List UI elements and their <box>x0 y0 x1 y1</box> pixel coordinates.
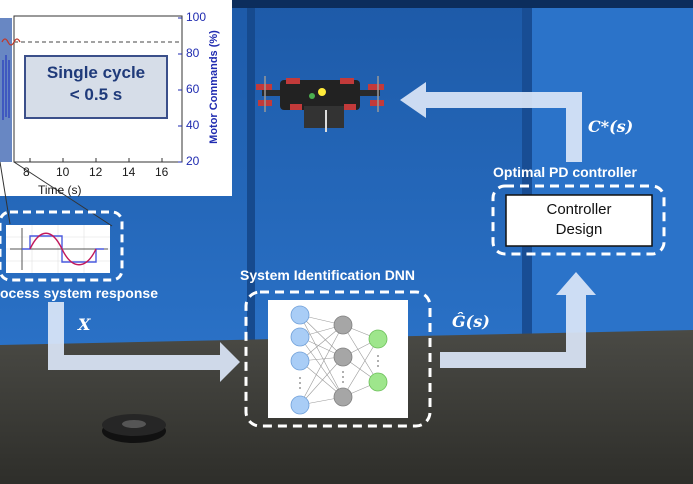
callout-line-2: < 0.5 s <box>69 85 123 104</box>
ceiling-band <box>0 0 693 8</box>
y-tick-label: 60 <box>186 82 200 96</box>
y-tick-label: 80 <box>186 46 200 60</box>
neural-network-icon <box>268 300 408 418</box>
x-tick-label: 8 <box>23 165 30 179</box>
controller-dashed-frame <box>491 184 666 256</box>
square-sine-wave-icon <box>6 225 110 273</box>
plot-signal-blue <box>2 55 10 120</box>
g-variable: Ĝ(s) <box>452 312 490 331</box>
wall-seam-2 <box>522 8 532 345</box>
y-tick-label: 20 <box>186 154 200 168</box>
x-tick-label: 12 <box>89 165 103 179</box>
x-tick-label: 14 <box>122 165 136 179</box>
controller-line-1: Controller <box>546 201 612 218</box>
wall-seam-1 <box>247 8 255 345</box>
arrow-process-to-dnn <box>48 302 240 382</box>
sysid-label: System Identification DNN <box>240 267 416 283</box>
controller-design-box <box>505 194 653 247</box>
callout-line-1: Single cycle <box>46 63 146 82</box>
y-tick-marks <box>178 17 182 163</box>
arrow-dnn-to-controller <box>440 272 596 368</box>
optimal-label: Optimal PD controller <box>493 164 637 180</box>
arrow-controller-to-drone <box>400 82 582 162</box>
controller-text: Controller Design <box>506 200 652 240</box>
y-tick-label: 100 <box>186 10 207 24</box>
x-axis-label: Time (s) <box>38 183 82 197</box>
process-label: ocess system response <box>0 285 158 301</box>
controller-line-2: Design <box>555 221 603 238</box>
x-tick-label: 16 <box>155 165 169 179</box>
wall-panel-right <box>532 8 693 345</box>
y-axis-label: Motor Commands (%) <box>208 30 220 144</box>
callout-box <box>24 55 168 119</box>
x-tick-marks <box>29 158 163 162</box>
dnn-dashed-frame <box>244 290 432 428</box>
quadcopter-drone-icon <box>256 76 384 132</box>
plot-axes <box>13 15 183 163</box>
zoom-connector-right <box>13 161 113 227</box>
x-variable: X <box>78 315 91 334</box>
c-variable: C*(s) <box>588 117 634 136</box>
y-tick-label: 40 <box>186 118 200 132</box>
callout-text: Single cycle < 0.5 s <box>25 62 167 106</box>
weight-plate-icon <box>102 414 166 443</box>
x-tick-label: 10 <box>56 165 70 179</box>
zoom-connector-left <box>0 161 11 225</box>
plot-signal-red <box>1 38 21 46</box>
